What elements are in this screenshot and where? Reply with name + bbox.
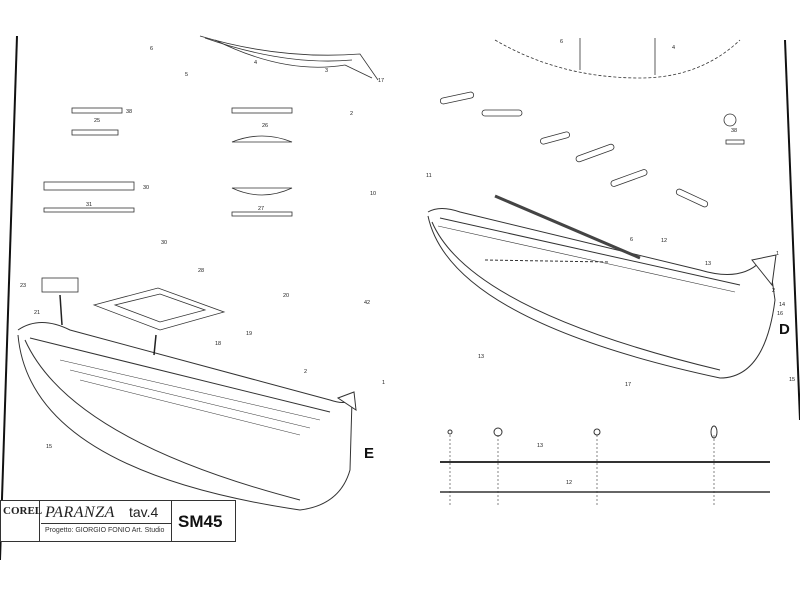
- part-label: 38: [731, 128, 737, 134]
- part-label: 2: [772, 288, 775, 294]
- hull-detail-top-right: [494, 38, 741, 79]
- part-strip: [231, 211, 293, 217]
- fitting-strap: [575, 143, 615, 163]
- part-label: 42: [364, 300, 370, 306]
- part-label: 21: [34, 310, 40, 316]
- fitting-pin: [725, 139, 745, 145]
- part-label: 4: [672, 45, 675, 51]
- part-labels-right: 6 4 38 10 11 6 12 13 1 2 14 16 13 17 15 …: [370, 39, 795, 486]
- part-label: 1: [382, 380, 385, 386]
- part-curved: [231, 187, 293, 196]
- hull-right-d: [427, 194, 777, 379]
- bench-inner: [113, 293, 207, 323]
- part-label: 15: [46, 444, 52, 450]
- part-label: 23: [20, 283, 26, 289]
- part-label: 30: [143, 185, 149, 191]
- fitting-ring: [723, 113, 737, 127]
- left-page-edge: [0, 35, 18, 561]
- hull-detail-top-left: [199, 35, 379, 81]
- title-block: COREL PARANZA tav.4 Progetto: GIORGIO FO…: [0, 500, 236, 542]
- part-label: 13: [537, 443, 543, 449]
- part-labels-left: 6 3 5 4 2 17 38 25 26 30 31 27 30 28 20 …: [20, 46, 385, 450]
- part-label: 17: [378, 78, 384, 84]
- kit-code: SM45: [178, 512, 223, 531]
- part-strip: [71, 107, 123, 114]
- part-label: 38: [126, 109, 132, 115]
- part-label: 6: [560, 39, 563, 45]
- part-label: 13: [705, 261, 711, 267]
- part-strip: [71, 129, 119, 136]
- part-label: 15: [789, 377, 795, 383]
- part-label: 12: [661, 238, 667, 244]
- section-letter-d: D: [779, 321, 790, 338]
- part-label: 18: [215, 341, 221, 347]
- part-label: 3: [325, 68, 328, 74]
- part-label: 20: [283, 293, 289, 299]
- part-label: 14: [779, 302, 785, 308]
- part-label: 28: [198, 268, 204, 274]
- title-divider: [41, 523, 171, 524]
- fitting-strap: [439, 91, 475, 105]
- part-label: 31: [86, 202, 92, 208]
- part-label: 1: [776, 251, 779, 257]
- part-label: 25: [94, 118, 100, 124]
- hull-left-e: [17, 322, 357, 511]
- part-curved: [231, 135, 293, 143]
- part-label: 30: [161, 240, 167, 246]
- grating-frame: [41, 277, 79, 293]
- sheet-number: tav.4: [129, 504, 159, 520]
- fitting-strap: [675, 188, 709, 208]
- oars: [440, 425, 770, 505]
- model-name: PARANZA: [45, 504, 115, 521]
- part-label: 4: [254, 60, 257, 66]
- assembly-arrow: [153, 334, 157, 356]
- part-label: 16: [777, 311, 783, 317]
- part-strip: [231, 107, 293, 114]
- design-credit: Progetto: GIORGIO FONIO Art. Studio: [45, 527, 165, 534]
- part-label: 27: [258, 206, 264, 212]
- part-label: 19: [246, 331, 252, 337]
- part-label: 13: [478, 354, 484, 360]
- part-label: 6: [630, 237, 633, 243]
- fittings-right: [439, 91, 745, 208]
- part-label: 5: [185, 72, 188, 78]
- part-label: 17: [625, 382, 631, 388]
- assembly-arrow: [59, 294, 63, 326]
- fitting-strap: [610, 169, 648, 187]
- part-label: 11: [426, 173, 432, 179]
- part-label: 12: [566, 480, 572, 486]
- logo: COREL: [1, 501, 43, 541]
- small-parts-left: [41, 107, 293, 331]
- section-letter-e: E: [364, 445, 374, 462]
- logo-text: COREL: [3, 505, 43, 517]
- part-label: 2: [304, 369, 307, 375]
- part-strip: [43, 207, 135, 213]
- part-label: 10: [370, 191, 376, 197]
- kit-code-cell: SM45: [171, 501, 236, 541]
- part-strip: [43, 181, 135, 191]
- part-label: 26: [262, 123, 268, 129]
- right-page-edge: [784, 39, 800, 421]
- fitting-strap: [481, 109, 523, 117]
- fitting-strap: [540, 131, 570, 145]
- part-label: 2: [350, 111, 353, 117]
- part-label: 6: [150, 46, 153, 52]
